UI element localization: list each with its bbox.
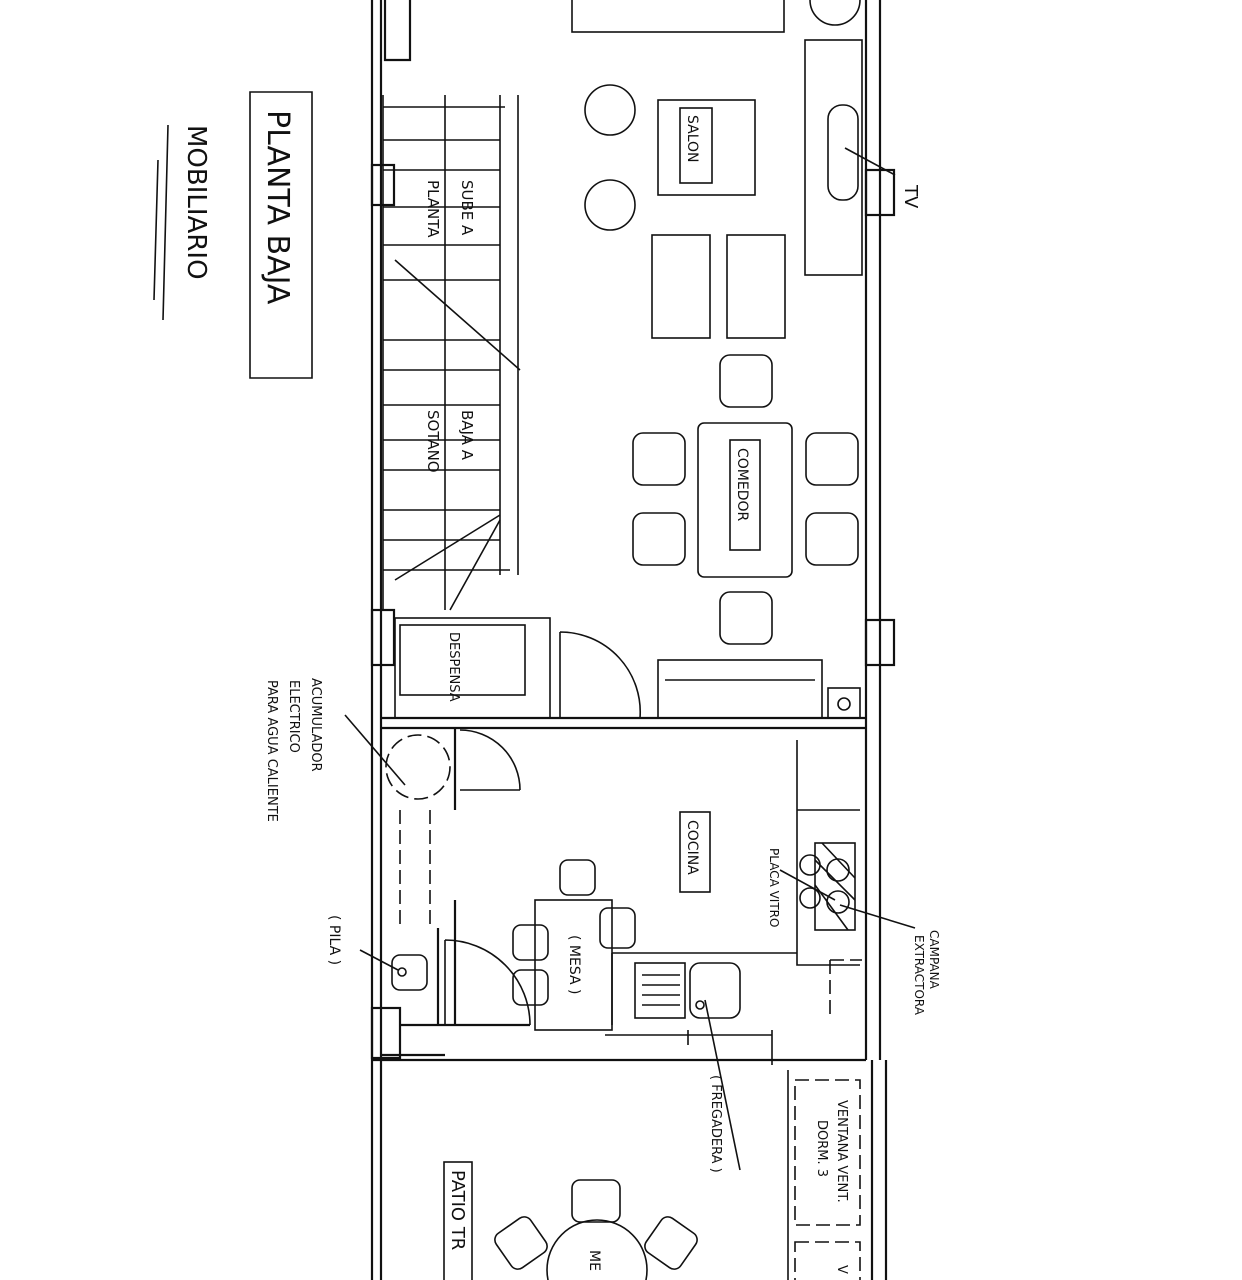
tv-label: TV xyxy=(900,184,921,209)
acumulador-label-2: ELECTRICO xyxy=(286,680,301,753)
cabinet xyxy=(571,0,785,33)
window-vent xyxy=(794,1079,861,1226)
chair xyxy=(571,1179,621,1223)
sink xyxy=(689,962,741,1019)
chair xyxy=(632,432,686,486)
chair xyxy=(805,512,859,566)
sink-pila xyxy=(391,954,428,991)
sideboard xyxy=(657,659,823,719)
acumulador-label-3: PARA AGUA CALIENTE xyxy=(264,680,279,822)
stairs-down-label: BAJA A xyxy=(458,410,476,461)
chair xyxy=(632,512,686,566)
armchair xyxy=(651,234,711,339)
title-block: PLANTA BAJA MOBILIARIO xyxy=(153,91,313,379)
ventana-label-2: DORM. 3 xyxy=(814,1120,829,1177)
extractor-hood xyxy=(814,842,856,931)
chair xyxy=(494,1216,548,1270)
ventana-label: VENTANA VENT. xyxy=(834,1100,849,1203)
sofa xyxy=(804,39,863,276)
room-label-salon: SALON xyxy=(684,115,700,163)
title-underline xyxy=(153,124,169,321)
pila-label: ( PILA ) xyxy=(326,915,342,965)
door-swing xyxy=(559,631,642,719)
drainboard xyxy=(634,962,686,1019)
chair xyxy=(559,859,596,896)
chair xyxy=(512,969,549,1006)
pouf xyxy=(584,179,636,231)
door-swing xyxy=(444,939,531,1026)
room-label-cocina: COCINA xyxy=(684,820,700,875)
ventana-label-partial: V xyxy=(834,1265,849,1274)
water-heater: ACUMULADOR ELECTRICO PARA AGUA CALIENTE xyxy=(264,678,521,822)
chair xyxy=(719,354,773,408)
dining-table xyxy=(697,422,793,578)
tv xyxy=(827,104,859,201)
patio-table xyxy=(546,1219,648,1280)
room-label-comedor: COMEDOR xyxy=(734,448,750,522)
campana-label: CAMPANA xyxy=(927,930,941,990)
comedor: COMEDOR xyxy=(559,354,861,719)
title-main: PLANTA BAJA xyxy=(260,110,295,305)
chair xyxy=(644,1216,698,1270)
placa-label: PLACA VITRO xyxy=(767,848,781,927)
despensa: DESPENSA xyxy=(394,617,551,719)
room-label-despensa: DESPENSA xyxy=(446,632,461,702)
stairs-up-label-2: PLANTA xyxy=(424,180,442,238)
patio-table-label: ME xyxy=(586,1250,602,1271)
stairs-down-label-2: SOTANO xyxy=(424,410,442,473)
chair xyxy=(719,591,773,645)
fregadera-label: ( FREGADERA ) xyxy=(708,1075,723,1173)
staircase[interactable]: SUBE A PLANTA BAJA A SOTANO xyxy=(382,95,521,611)
chair xyxy=(599,907,636,949)
coffee-table xyxy=(657,99,756,196)
campana-label-2: EXTRACTORA xyxy=(912,935,926,1016)
salon: TV SALON xyxy=(571,0,921,339)
pouf xyxy=(584,84,636,136)
mesa-label: ( MESA ) xyxy=(566,935,582,994)
title-box xyxy=(249,91,313,379)
cocina: COCINA PLACA VITRO CAMPANA EXTRACTORA ( … xyxy=(326,740,941,1173)
chair xyxy=(512,924,549,961)
armchair xyxy=(726,234,786,339)
door-swing xyxy=(459,729,521,791)
acumulador-label: ACUMULADOR xyxy=(308,678,323,772)
title-sub: MOBILIARIO xyxy=(181,125,211,280)
patio: PATIO TR ME VENTANA VENT. DORM. 3 V xyxy=(443,1070,861,1280)
room-label-patio: PATIO TR xyxy=(447,1170,468,1250)
stairs-up-label: SUBE A xyxy=(458,180,476,236)
chair xyxy=(805,432,859,486)
